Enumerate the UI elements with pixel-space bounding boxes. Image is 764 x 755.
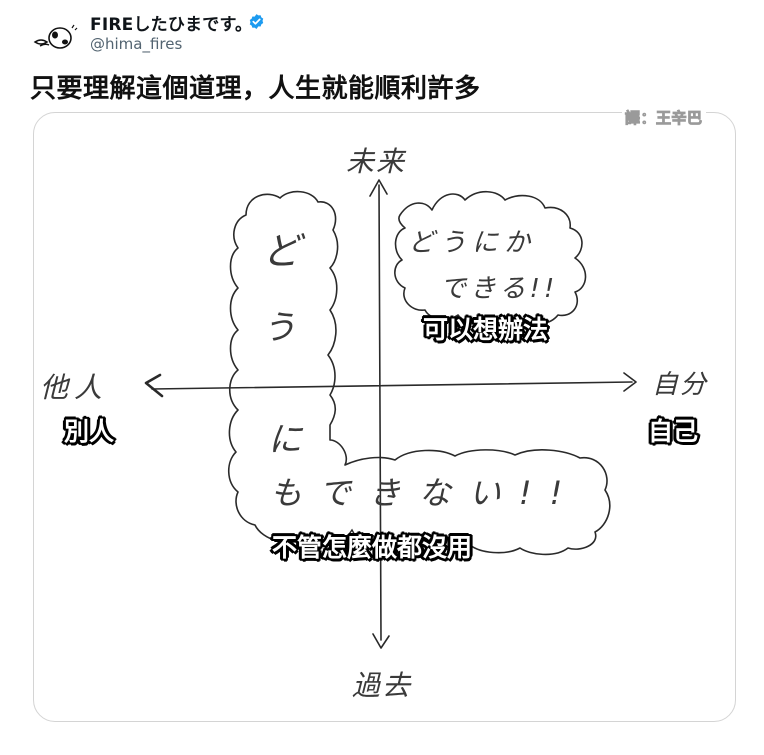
tweet-header: FIREしたひまです。 @hima_fires: [0, 0, 764, 60]
axis-label-past: 過去: [352, 669, 413, 702]
image-card[interactable]: [33, 112, 736, 722]
up-arrow-head: [369, 179, 388, 197]
subtitle-cannot-do: 不管怎麼做都沒用: [272, 533, 473, 562]
horizontal-axis-line: [151, 381, 633, 390]
axis-label-self: 自分: [652, 370, 709, 400]
bottom-bubble-line-2: もできない!!: [270, 474, 581, 512]
display-name[interactable]: FIREしたひまです。: [90, 15, 253, 35]
avatar[interactable]: [32, 22, 78, 52]
axis-label-future: 未来: [346, 145, 407, 178]
vertical-axis-line: [378, 184, 382, 641]
bubble-text-line-1: どうにか: [408, 228, 537, 258]
subtitle-others: 別人: [64, 417, 115, 446]
headline: 只要理解這個道理，人生就能順利許多: [30, 74, 481, 104]
translator-credit: 譯：王辛巴: [622, 107, 706, 128]
left-bubble-char-2: う: [262, 308, 296, 348]
user-handle[interactable]: @hima_fires: [90, 35, 183, 53]
top-right-spiky-bubble: [394, 190, 587, 327]
left-cloud-bubble: [227, 190, 611, 556]
subtitle-self: 自己: [648, 417, 699, 446]
subtitle-can-manage: 可以想辦法: [423, 315, 549, 344]
bubble-text-line-2: できる!!: [440, 274, 559, 304]
left-bubble-char-1: ど: [262, 229, 301, 273]
verified-badge-icon: [249, 14, 264, 29]
left-arrow-head: [144, 373, 164, 398]
bubble-tail: [339, 528, 363, 549]
right-arrow-head: [623, 372, 637, 392]
bottom-bubble-line-1: に: [268, 420, 302, 460]
axis-label-others: 他人: [40, 371, 109, 404]
down-arrow-head: [372, 633, 390, 649]
